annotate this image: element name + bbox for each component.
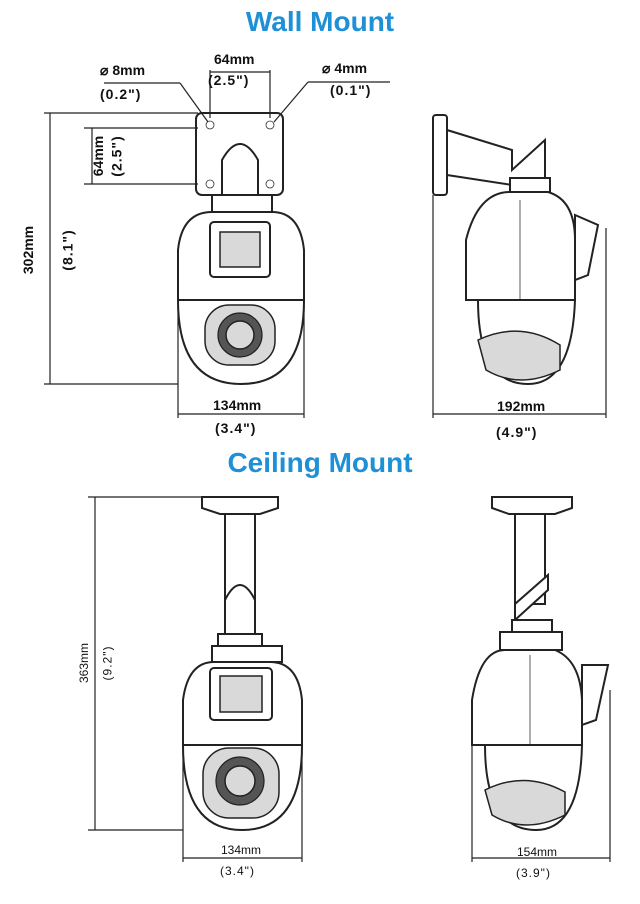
hole-small-in: (0.1") xyxy=(330,82,372,98)
wall-side-view xyxy=(432,114,600,386)
diameter-icon: ⌀ xyxy=(100,62,109,78)
bracket-height-in: (2.5") xyxy=(108,135,125,177)
hole-large-label: ⌀ 8mm xyxy=(100,62,145,79)
wall-side-dimensions xyxy=(432,195,607,418)
wall-width-in: (3.4") xyxy=(215,420,257,436)
ceiling-mount-title: Ceiling Mount xyxy=(227,447,413,478)
bracket-width-mm: 64mm xyxy=(214,51,255,67)
ceiling-height-in: (9.2") xyxy=(100,645,115,681)
wall-depth-mm: 192mm xyxy=(497,398,546,414)
wall-height-in: (8.1") xyxy=(59,229,76,271)
hole-large-in: (0.2") xyxy=(100,86,142,102)
ceiling-front-dimensions xyxy=(88,496,303,862)
ceiling-depth-in: (3.9") xyxy=(516,866,551,880)
hole-small-label: ⌀ 4mm xyxy=(322,60,367,77)
bracket-height-mm: 64mm xyxy=(90,135,107,177)
wall-depth-in: (4.9") xyxy=(496,424,538,440)
ceiling-width-mm: 134mm xyxy=(221,843,262,857)
diameter-icon: ⌀ xyxy=(322,60,331,76)
wall-front-dimensions xyxy=(44,70,390,418)
ceiling-width-in: (3.4") xyxy=(220,864,255,878)
ceiling-front-view xyxy=(181,496,304,832)
ceiling-side-dimensions xyxy=(471,690,611,862)
ceiling-height-mm: 363mm xyxy=(77,642,92,684)
bracket-width-in: (2.5") xyxy=(208,72,250,88)
hole-small-mm: 4mm xyxy=(334,60,368,76)
ceiling-depth-mm: 154mm xyxy=(517,845,558,859)
ceiling-side-view xyxy=(471,496,610,832)
wall-width-mm: 134mm xyxy=(213,397,262,413)
hole-large-mm: 8mm xyxy=(112,62,146,78)
mount-hole-icon xyxy=(205,120,215,130)
wall-mount-title: Wall Mount xyxy=(245,6,395,37)
wall-front-view xyxy=(176,112,306,386)
wall-height-mm: 302mm xyxy=(20,225,37,275)
